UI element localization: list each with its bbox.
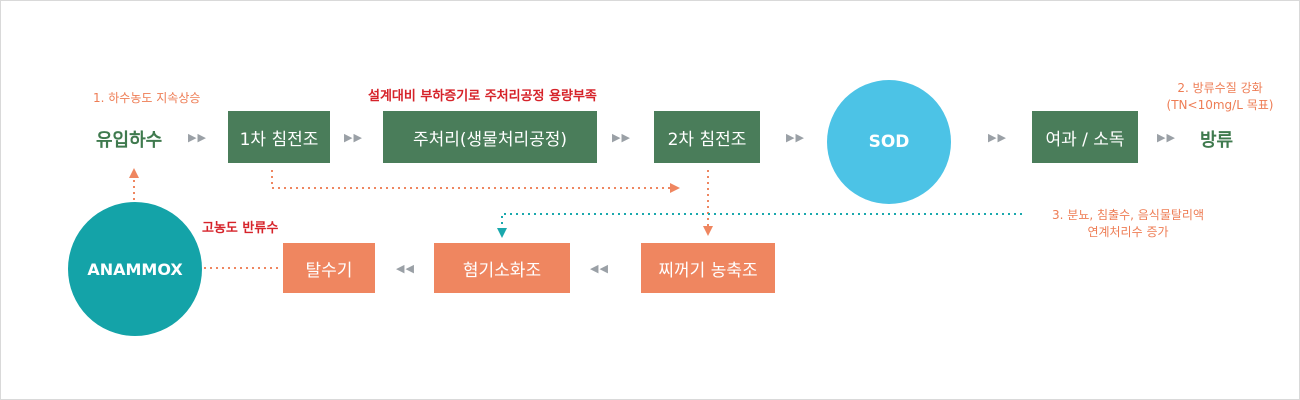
inflow-label: 유입하수: [96, 130, 163, 151]
note-capacity-shortage: 설계대비 부하증기로 주처리공정 용량부족: [368, 89, 597, 104]
sod-circle: SOD: [827, 80, 951, 204]
note-linked-line2: 연계처리수 증가: [1087, 225, 1169, 239]
anammox-circle: ANAMMOX: [68, 202, 202, 336]
filtration-box: 여과 / 소독: [1032, 111, 1138, 163]
note-discharge-standard: 2. 방류수질 강화 (TN<10mg/L 목표): [1150, 80, 1290, 114]
arrow-forward-6: ▶▶: [1157, 131, 1176, 144]
arrow-forward-2: ▶▶: [344, 131, 363, 144]
arrowhead-up: [129, 168, 139, 178]
arrowhead-teal-down: [497, 228, 507, 238]
arrowhead-right: [670, 183, 680, 193]
arrowhead-down: [703, 226, 713, 236]
arrow-forward-4: ▶▶: [786, 131, 805, 144]
connector-note3-to-digester: [501, 213, 1022, 228]
primary-clarifier-box: 1차 침전조: [228, 111, 330, 163]
main-process-box: 주처리(생물처리공정): [383, 111, 597, 163]
note-linked-line1: 3. 분뇨, 침출수, 음식물탈리액: [1052, 208, 1204, 222]
arrow-backward-1: ◀◀: [396, 262, 415, 275]
note-discharge-line2: (TN<10mg/L 목표): [1166, 98, 1274, 112]
note-influent-concentration: 1. 하수농도 지속상승: [93, 91, 201, 105]
digester-box: 혐기소화조: [434, 243, 570, 293]
arrow-forward-3: ▶▶: [612, 131, 631, 144]
arrow-forward-5: ▶▶: [988, 131, 1007, 144]
secondary-clarifier-box: 2차 침전조: [654, 111, 760, 163]
discharge-label: 방류: [1200, 130, 1234, 151]
thickener-box: 찌꺼기 농축조: [641, 243, 775, 293]
arrow-backward-2: ◀◀: [590, 262, 609, 275]
note-linked-treatment: 3. 분뇨, 침출수, 음식물탈리액 연계처리수 증가: [1028, 207, 1228, 241]
note-return-water: 고농도 반류수: [202, 221, 279, 236]
note-discharge-line1: 2. 방류수질 강화: [1177, 81, 1263, 95]
arrow-forward-1: ▶▶: [188, 131, 207, 144]
connector-primary-to-secondary: [271, 170, 670, 189]
dewatering-box: 탈수기: [283, 243, 375, 293]
